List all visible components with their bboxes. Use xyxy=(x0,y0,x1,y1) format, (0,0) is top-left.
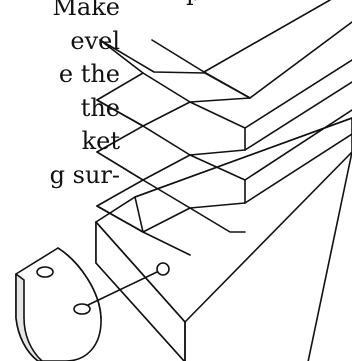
assembly-leader-line xyxy=(87,271,158,306)
text-line: Make xyxy=(52,0,120,21)
text-line: g sur- xyxy=(49,160,120,189)
text-line: evel xyxy=(70,26,120,55)
mounting-hole xyxy=(156,262,170,276)
slat-2 xyxy=(96,59,352,181)
bracket xyxy=(15,247,102,361)
text-line: e the xyxy=(58,60,120,88)
body-text-fragment: Make evel e the the ket g sur- xyxy=(0,0,120,192)
bracket-pin-bottom xyxy=(73,303,91,315)
text-line: the xyxy=(80,93,120,122)
top-text-fragment: p xyxy=(186,0,201,6)
base-block xyxy=(95,117,352,361)
slat-stack xyxy=(96,0,352,256)
text-line: ket xyxy=(81,127,120,155)
bracket-pin-top xyxy=(36,266,54,278)
slat-4 xyxy=(96,196,246,256)
